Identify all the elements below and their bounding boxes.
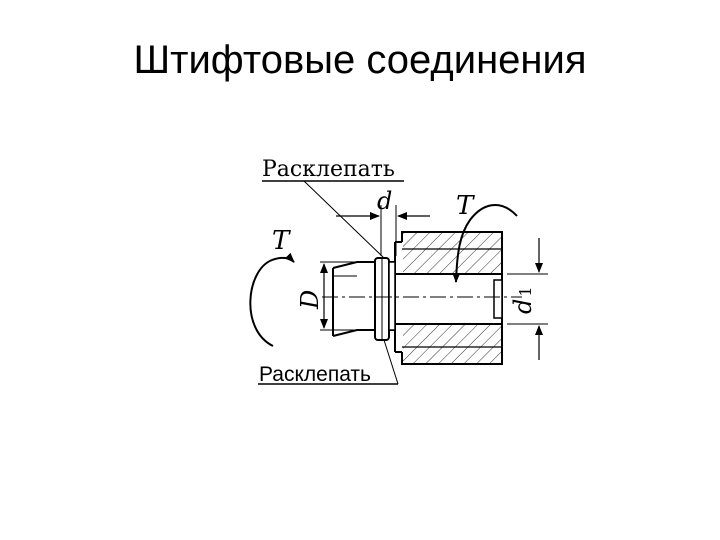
- torque-label-right: T: [456, 191, 475, 221]
- dimension-d1: [507, 238, 548, 360]
- pin: [374, 257, 396, 341]
- rivet-leaders: [258, 180, 404, 385]
- dimension-d1-label: d1: [509, 286, 537, 314]
- torque-label-left: T: [272, 226, 291, 256]
- hub: [394, 231, 507, 365]
- dimension-D-label: D: [296, 290, 324, 310]
- torque-arrow-left: [249, 252, 295, 347]
- rivet-label-bottom: Расклепать: [259, 363, 371, 386]
- dimension-d: [336, 205, 430, 256]
- dimension-d1-letter: d: [509, 299, 537, 314]
- slide-title: Штифтовые соединения: [133, 38, 587, 82]
- torque-arrow-right: [452, 204, 518, 283]
- rivet-label-top: Расклепать: [262, 157, 395, 182]
- dimension-D: [320, 261, 357, 331]
- dimension-d-label: d: [377, 187, 392, 215]
- dimension-d1-subscript: 1: [516, 286, 535, 296]
